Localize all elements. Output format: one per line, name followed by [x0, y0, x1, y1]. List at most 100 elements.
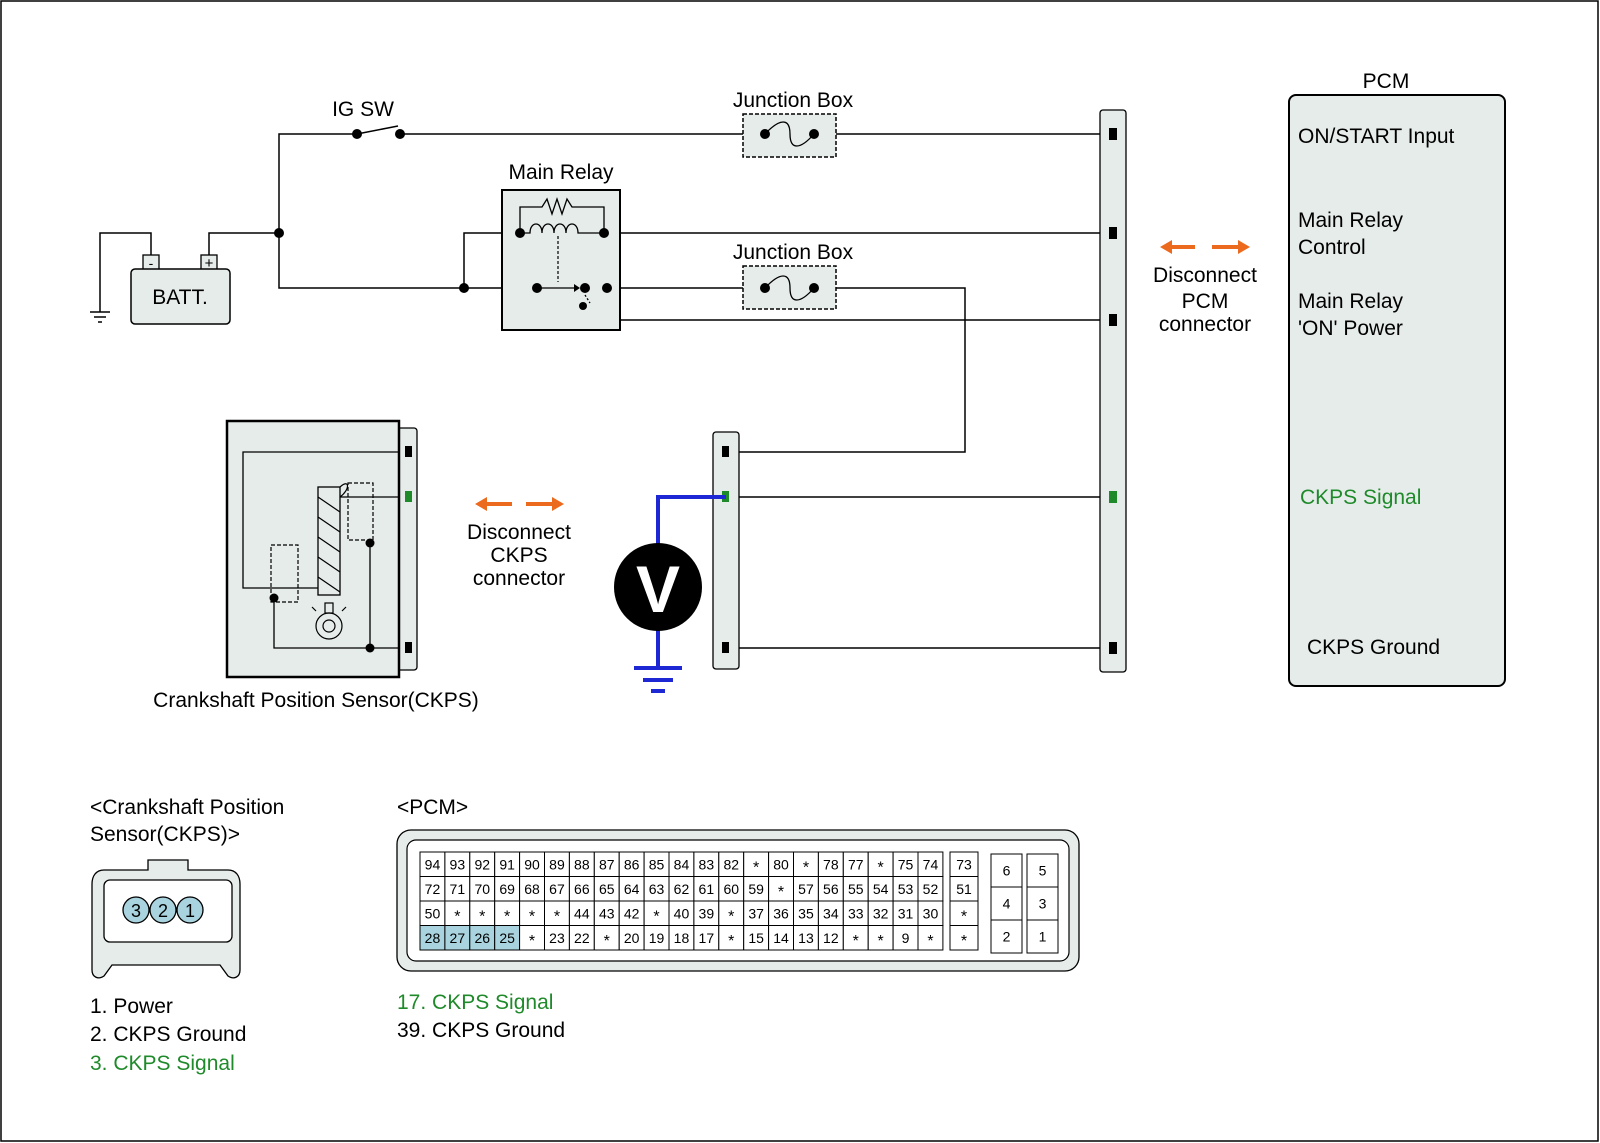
- pcm-pin-r4-c12-cell: [693, 925, 720, 951]
- pcm-pin-r3-c10: *: [653, 908, 659, 925]
- pcm-pin-r2-c6: 67: [549, 881, 565, 897]
- pcm-ckps-signal: CKPS Signal: [1300, 486, 1421, 509]
- disconnect-ckps-annotation: Disconnect CKPS connector: [467, 497, 571, 590]
- pcm-pin-r4-c13: *: [728, 933, 734, 950]
- battery-minus-label: -: [149, 255, 154, 271]
- pcm-pin-r1-c10: 85: [649, 856, 665, 872]
- battery-ground-icon: [90, 311, 110, 323]
- pcm-harness-connector: [1099, 109, 1127, 673]
- pcm-pin-r2-c2-cell: [444, 876, 471, 902]
- pcm-title: PCM: [1363, 70, 1410, 93]
- pcm-on-start-input: ON/START Input: [1298, 125, 1455, 148]
- pcm-pin-r1-c11-cell: [668, 851, 695, 877]
- pcm-pin-r1-c1: 94: [425, 856, 441, 872]
- pcm-pin-r4-c20-cell: [892, 925, 919, 951]
- pcm-pin-r1-c15: 80: [773, 856, 789, 872]
- pcm-pin-r4-c15-cell: [768, 925, 794, 951]
- pcm-block-a-2-cell: [990, 886, 1023, 921]
- pcm-pin-r3-c6: *: [554, 908, 560, 925]
- pcm-pin-r4-c7: 22: [574, 930, 590, 946]
- pcm-pin-r2-c13: 60: [723, 881, 739, 897]
- pcm-pin-r2-c8: 65: [599, 881, 615, 897]
- disconnect-ckps-line1: Disconnect: [467, 521, 571, 544]
- pcm-pin-r4-c4-cell: [494, 925, 521, 951]
- pcm-pin-r1-c4: 91: [499, 856, 515, 872]
- pcm-block-b-3-cell: [1026, 919, 1059, 954]
- ckps-pin-3: 3: [131, 901, 141, 921]
- pcm-pin-r1-c19: *: [878, 859, 884, 876]
- main-relay-label: Main Relay: [508, 161, 614, 184]
- pcm-pin-r2-c14-cell: [743, 876, 770, 902]
- pcm-pin-r2-c18: 55: [848, 881, 864, 897]
- pcm-pin-side-3-cell: [949, 900, 979, 926]
- pcm-pin-r1-c12: 83: [699, 856, 715, 872]
- pcm-pin-r3-c12-cell: [693, 900, 720, 926]
- pcm-pin-r4-c6: 23: [549, 930, 565, 946]
- pcm-pin-r1-c15-cell: [768, 851, 794, 877]
- pcm-pin-r3-c21: 30: [923, 905, 939, 921]
- pcm-pin-r4-c21: *: [927, 933, 933, 950]
- pcm-pin-r3-c4: *: [504, 908, 510, 925]
- pcm-block-a-2: 4: [1003, 896, 1011, 912]
- pcm-block-a-3: 2: [1003, 929, 1011, 945]
- pcm-pin-r2-c9: 64: [624, 881, 640, 897]
- junction-box-2-label: Junction Box: [733, 241, 854, 264]
- disconnect-ckps-arrow-icon: [475, 497, 564, 511]
- pcm-pin-r4-c12: 17: [699, 930, 715, 946]
- ckps-legend-power: 1. Power: [90, 995, 173, 1018]
- pcm-pin-r4-c5-cell: [519, 925, 545, 951]
- pcm-pin-r1-c7: 88: [574, 856, 590, 872]
- pcm-pin-r3-c1-cell: [419, 900, 446, 926]
- pcm-pin-r4-c3: 26: [474, 930, 490, 946]
- pcm-pin-r3-c7: 44: [574, 905, 590, 921]
- pcm-pin-r4-c11: 18: [674, 930, 690, 946]
- pcm-pin-r3-c2: *: [454, 908, 460, 925]
- ckps-title: Crankshaft Position Sensor(CKPS): [153, 689, 479, 712]
- pcm-pin-r3-c3: *: [479, 908, 485, 925]
- ckps-connector-title-line2: Sensor(CKPS)>: [90, 823, 240, 846]
- disconnect-ckps-line2: CKPS: [490, 544, 547, 567]
- pcm-pin-r1-c6: 89: [549, 856, 565, 872]
- pcm-pin-r4-c17-cell: [817, 925, 844, 951]
- pcm-pin-r1-c9: 86: [624, 856, 640, 872]
- ckps-connector-view: <Crankshaft Position Sensor(CKPS)> 3 2 1…: [90, 796, 284, 1075]
- battery-plus-label: +: [205, 255, 214, 272]
- disconnect-pcm-arrow-icon: [1160, 240, 1250, 254]
- tone-wheel-icon: [311, 602, 347, 640]
- pcm-pin-side-4-cell: [949, 925, 979, 951]
- pcm-pin-r3-c21-cell: [917, 900, 944, 926]
- pcm-legend-ckps-signal: 17. CKPS Signal: [397, 991, 553, 1014]
- pcm-pin-r4-c7-cell: [568, 925, 595, 951]
- pcm-pin-r3-c19: 32: [873, 905, 889, 921]
- pcm-pin-r3-c5: *: [529, 908, 535, 925]
- ig-switch-label: IG SW: [332, 98, 394, 121]
- pcm-pin-r2-c3: 70: [474, 881, 490, 897]
- pcm-pin-r4-c9: 20: [624, 930, 640, 946]
- pcm-pin-r1-c3: 92: [474, 856, 490, 872]
- pcm-pin-r1-c5: 90: [524, 856, 540, 872]
- pcm-pin-r2-c12-cell: [693, 876, 720, 902]
- pcm-pin-r1-c21: 74: [923, 856, 939, 872]
- pcm-pin-r1-c13: 82: [723, 856, 739, 872]
- pcm-pin-r1-c14-cell: [743, 851, 770, 877]
- pcm-pin-r4-c14-cell: [743, 925, 770, 951]
- pcm-pin-r3-c11: 40: [674, 905, 690, 921]
- pcm-connector-title: <PCM>: [397, 796, 468, 819]
- pcm-pin-r3-c15: 36: [773, 905, 789, 921]
- pcm-pin-r1-c17-cell: [817, 851, 844, 877]
- pcm-legend-ckps-ground: 39. CKPS Ground: [397, 1019, 565, 1042]
- pcm-pin-side-4: *: [961, 933, 967, 950]
- pcm-pin-r2-c17-cell: [817, 876, 844, 902]
- pcm-pin-r2-c16-cell: [793, 876, 819, 902]
- ckps-pin-1: 1: [185, 901, 195, 921]
- pcm-block-a-1: 6: [1003, 863, 1011, 879]
- pcm-pin-r4-c3-cell: [469, 925, 496, 951]
- pcm-main-relay-control-line1: Main Relay: [1298, 209, 1404, 232]
- pcm-pin-r3-c8: 43: [599, 905, 615, 921]
- pcm-pin-r2-c16: 57: [798, 881, 814, 897]
- pcm-pin-r2-c17: 56: [823, 881, 839, 897]
- pcm-pin-r4-c10: 19: [649, 930, 665, 946]
- pcm-pin-r2-c19: 54: [873, 881, 889, 897]
- pcm-pin-r4-c10-cell: [643, 925, 670, 951]
